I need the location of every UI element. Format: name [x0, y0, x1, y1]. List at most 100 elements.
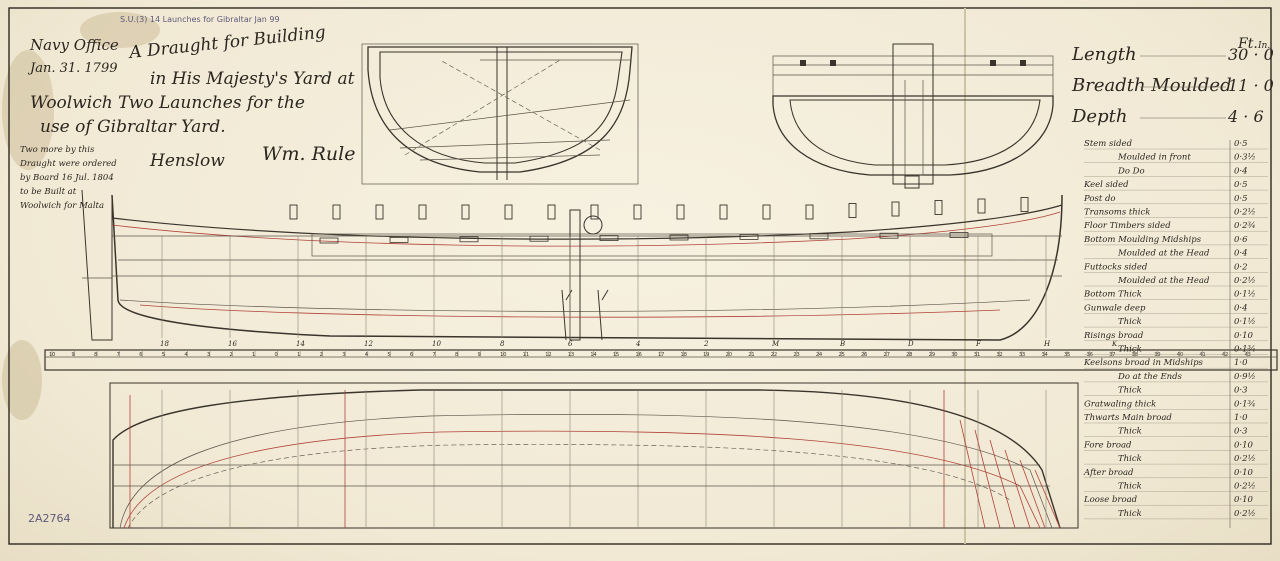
rowlock	[319, 237, 339, 244]
cant-frame-line	[1019, 459, 1046, 529]
thole-pin	[590, 204, 599, 220]
station-label: 16	[228, 340, 237, 348]
scantling-value: 0·5	[1234, 139, 1248, 149]
thole-pin	[762, 204, 771, 220]
side-note-line: by Board 16 Jul. 1804	[20, 173, 114, 183]
thole-pin	[848, 203, 857, 218]
scantling-label: Thick	[1118, 427, 1142, 437]
scantling-value: 0·10	[1234, 331, 1254, 341]
scale-tick-label: 20	[726, 352, 732, 358]
thole-pin	[1020, 197, 1029, 212]
thole-pin	[934, 200, 943, 215]
scale-tick-label: 3	[342, 352, 345, 358]
half-breadth-plan	[109, 382, 1079, 529]
scantling-value: 0·10	[1234, 440, 1254, 450]
scale-tick-label: 9	[478, 352, 481, 358]
dimension-label: Depth	[1071, 106, 1127, 127]
scantling-label: Thick	[1118, 509, 1142, 519]
scantling-label: Do Do	[1117, 166, 1145, 176]
dimension-value: 4 · 6	[1227, 107, 1264, 126]
thole-pin	[805, 204, 814, 220]
station-label: K	[1111, 340, 1118, 348]
scantling-label: Keelsons broad in Midships	[1083, 358, 1204, 368]
scale-tick-label: 29	[929, 352, 935, 358]
scantling-value: 0·10	[1234, 468, 1254, 478]
scantling-label: Thick	[1118, 482, 1142, 492]
station-label: D	[907, 340, 914, 348]
side-note-line: Two more by this	[20, 145, 95, 155]
scale-tick-label: 12	[545, 352, 551, 358]
dimension-label: Length	[1071, 44, 1137, 65]
rowlock	[739, 233, 759, 240]
ft-header: Ft.	[1237, 36, 1258, 52]
cant-frame-line	[989, 439, 1016, 529]
scantling-value: 0·9½	[1234, 371, 1256, 382]
title-line-3: Woolwich Two Launches for the	[30, 93, 305, 113]
scantling-label: Moulded at the Head	[1117, 276, 1210, 286]
in-header: In.	[1257, 41, 1270, 51]
scale-tick-label: 3	[207, 352, 210, 358]
scantling-value: 0·4	[1234, 303, 1248, 313]
scale-tick-label: 10	[500, 352, 506, 358]
scantling-value: 0·5	[1234, 180, 1248, 190]
rowlock	[529, 235, 549, 242]
sheet-border	[8, 7, 1272, 545]
thole-pin	[504, 204, 513, 220]
scantling-label: Keel sided	[1083, 180, 1129, 190]
station-label: H	[1043, 340, 1051, 348]
station-label: 8	[500, 340, 505, 348]
thole-pin	[891, 201, 900, 217]
scale-tick-label: 22	[771, 352, 777, 358]
scale-tick-label: 5	[387, 352, 390, 358]
scantling-value: 0·10	[1234, 495, 1254, 505]
scale-tick-label: 39	[1154, 352, 1160, 358]
station-label: 4	[635, 340, 640, 348]
scale-tick-label: 1	[252, 352, 255, 358]
scantling-label: Moulded in front	[1117, 153, 1191, 163]
scale-tick-label: 8	[455, 352, 458, 358]
scantling-value: 0·1¾	[1234, 398, 1256, 409]
scantling-value: 0·1¾	[1234, 344, 1256, 355]
thole-pin	[676, 204, 685, 220]
thole-pin	[375, 204, 384, 220]
scantling-value: 0·5	[1234, 194, 1248, 204]
scantling-label: Bottom Moulding Midships	[1083, 235, 1202, 245]
scantling-label: Floor Timbers sided	[1083, 221, 1171, 231]
scale-tick-label: 4	[184, 352, 187, 358]
scale-tick-label: 36	[1087, 352, 1093, 358]
station-label: 6	[568, 340, 573, 348]
scantling-value: 0·2½	[1234, 207, 1256, 218]
scale-tick-label: 2	[229, 352, 232, 358]
scale-tick-label: 40	[1177, 352, 1183, 358]
rowlock	[669, 234, 689, 241]
scale-tick-label: 41	[1199, 352, 1205, 358]
station-label: 2	[703, 340, 709, 348]
scale-tick-label: 6	[410, 352, 413, 358]
station-label: M	[771, 340, 780, 348]
scantling-label: Futtocks sided	[1083, 262, 1148, 272]
scale-tick-label: 4	[365, 352, 368, 358]
scale-tick-label: 16	[635, 352, 641, 358]
dimension-value: 30 · 0	[1228, 45, 1274, 64]
scantling-value: 0·2½	[1234, 275, 1256, 286]
scale-tick-label: 25	[838, 352, 844, 358]
scantling-label: Do at the Ends	[1117, 372, 1183, 382]
scantling-label: Stem sided	[1084, 139, 1133, 149]
scantling-label: Thwarts Main broad	[1084, 413, 1172, 423]
thole-pin	[719, 204, 728, 220]
scantling-value: 0·6	[1234, 235, 1248, 245]
thole-pin	[977, 198, 986, 214]
scantling-label: Thick	[1118, 386, 1142, 396]
scantling-value: 0·2½	[1234, 508, 1256, 519]
rowlock	[879, 232, 899, 239]
rowlock	[809, 233, 829, 240]
side-note-line: Woolwich for Malta	[20, 201, 104, 211]
scantling-label: Moulded at the Head	[1117, 249, 1210, 259]
scantling-value: 1·0	[1234, 358, 1248, 368]
pencil-note: S.U.(3) 14 Launches for Gibraltar Jan 99	[120, 15, 280, 24]
scale-tick-label: 5	[162, 352, 165, 358]
scantling-label: Gunwale deep	[1084, 303, 1146, 313]
